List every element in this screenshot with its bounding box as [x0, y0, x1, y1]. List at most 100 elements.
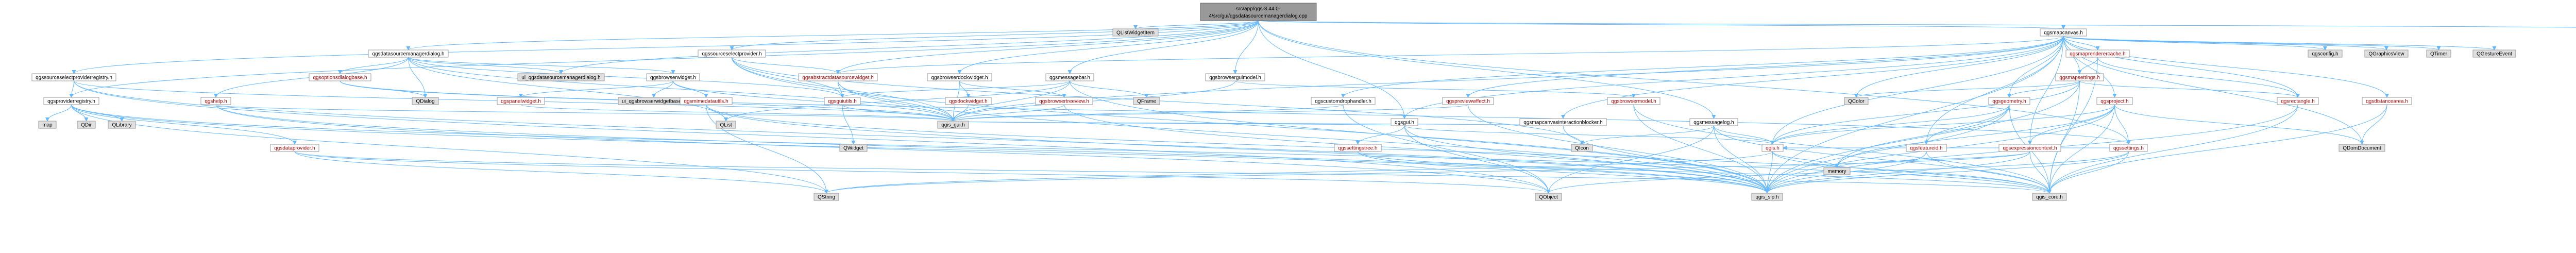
node-qgsexpressioncontext-h[interactable]: qgsexpressioncontext.h: [1998, 144, 2061, 152]
node-map[interactable]: map: [38, 121, 57, 129]
node-box: [2426, 49, 2451, 58]
node-label: qgsoptionsdialogbase.h: [313, 75, 367, 81]
edge-qgsdistancearea-h-to-qgis-core-h: [2047, 104, 2387, 194]
edge-qgsbrowsermodel-h-to-qgis-core-h: [1633, 104, 2052, 194]
edge-qgsdatasourcemanagerdialog-h-to-ui-qgsdatasourcemanagerdialog-h: [408, 57, 563, 74]
edge-qgsdatasourcemanagerdialog-h-to-qgsoptionsdialogbase-h: [338, 57, 409, 74]
node-qgsmessagebar-h[interactable]: qgsmessagebar.h: [1045, 73, 1094, 81]
edge-qgssettings-h-to-qgis-sip-h: [1765, 151, 2129, 194]
node-qgis-sip-h[interactable]: qgis_sip.h: [1751, 193, 1783, 201]
node-qgraphicsview[interactable]: QGraphicsView: [2364, 49, 2409, 58]
node-qgsproject-h[interactable]: qgsproject.h: [2096, 97, 2133, 105]
edge-qgsproject-h-to-qgis-h: [1770, 104, 2115, 145]
node-qgsguiutils-h[interactable]: qgsguiutils.h: [824, 97, 861, 105]
node-qgsrectangle-h[interactable]: qgsrectangle.h: [2277, 97, 2319, 105]
edge-qgsmapcanvasinteractionblocker-h-to-qgis-sip-h: [1563, 125, 1769, 194]
node-qgsmaprenderercache-h[interactable]: qgsmaprenderercache.h: [2065, 49, 2130, 58]
node-qgsdockwidget-h[interactable]: qgsdockwidget.h: [945, 97, 992, 105]
node-qgsdatasourcemanagerdialog-h[interactable]: qgsdatasourcemanagerdialog.h: [368, 49, 449, 58]
node-qgspreviewwffect-h[interactable]: qgspreviewwffect.h: [1442, 97, 1494, 105]
node-qgsbrowsermodel-h[interactable]: qgsbrowsermodel.h: [1607, 97, 1660, 105]
node-qgsconfig-h[interactable]: qgsconfig.h: [2308, 49, 2343, 58]
node-qgsbrowserwidget-h[interactable]: qgsbrowserwidget.h: [646, 73, 700, 81]
node-qframe[interactable]: QFrame: [1133, 97, 1160, 105]
node-qdir[interactable]: QDir: [77, 121, 96, 129]
edge-qgsmapcanvas-h-to-qgsdistancearea-h: [2063, 36, 2389, 98]
node-qgestureevent[interactable]: QGestureEvent: [2472, 49, 2516, 58]
edge-qgsabstractdatasourcewidget-h-to-qgsmapcanvas-h: [838, 36, 2065, 74]
node-qgsfeatureid-h[interactable]: qgsfeatureid.h: [1906, 144, 1947, 152]
node-qstring[interactable]: QString: [814, 193, 839, 201]
node-label: ui_qgsbrowserwidgetbase.h: [622, 99, 686, 105]
node-qgsmapsettings-h[interactable]: qgsmapsettings.h: [2055, 73, 2104, 81]
node-qgspanelwidget-h[interactable]: qgspanelwidget.h: [497, 97, 545, 105]
node-label: QGestureEvent: [2477, 52, 2512, 57]
node-qgsdistancearea-h[interactable]: qgsdistancearea.h: [2362, 97, 2412, 105]
node-qgscustomdrophandler-h[interactable]: qgscustomdrophandler.h: [1311, 97, 1376, 105]
node-qgsbrowserguimodel-h[interactable]: qgsbrowserguimodel.h: [1205, 73, 1265, 81]
node-qgsbrowsertreeview-h[interactable]: qgsbrowsertreeview.h: [1035, 97, 1093, 105]
node-qgsgui-h[interactable]: qgsgui.h: [1391, 118, 1418, 126]
node-qwidget[interactable]: QWidget: [839, 144, 868, 152]
edge-qgsgui-h-to-qgssettingstree-h: [1355, 125, 1405, 145]
node-box: [1112, 28, 1159, 37]
node-qtimer[interactable]: QTimer: [2426, 49, 2451, 58]
node-label: qgshelp.h: [205, 99, 227, 105]
node-qdialog[interactable]: QDialog: [412, 97, 439, 105]
node-qicon[interactable]: QIcon: [1571, 144, 1593, 152]
node-qgis-h[interactable]: qgis.h: [1761, 144, 1784, 152]
node-qgsabstractdatasourcewidget-h[interactable]: qgsabstractdatasourcewidget.h: [798, 73, 878, 81]
node-label: map: [42, 123, 53, 128]
edge-root-to-qgsabstractdatasourcewidget-h: [836, 20, 1259, 74]
node-ui-qgsdatasourcemanagerdialog-h[interactable]: ui_qgsdatasourcemanagerdialog.h: [517, 73, 605, 81]
edge-qgsmapcanvas-h-to-qgspreviewwffect-h: [1466, 36, 2064, 98]
node-qgssourceselectproviderregistry-h[interactable]: qgssourceselectproviderregistry.h: [31, 73, 116, 81]
node-qdomdocument[interactable]: QDomDocument: [2338, 144, 2385, 152]
node-box: [680, 97, 733, 105]
edge-qgsmessagelog-h-to-qgis-h: [1714, 125, 1775, 145]
node-qgshelp-h[interactable]: qgshelp.h: [200, 97, 231, 105]
edge-qgsmessagelog-h-to-qgis-core-h: [1714, 125, 2052, 194]
node-qgsdataprovider-h[interactable]: qgsdataprovider.h: [270, 144, 319, 152]
edge-qgsrectangle-h-to-qgis-core-h: [2047, 104, 2298, 194]
node-label: qgsabstractdatasourcewidget.h: [802, 75, 873, 81]
node-qgssettings-h[interactable]: qgssettings.h: [2109, 144, 2148, 152]
node-memory[interactable]: memory: [1823, 167, 1851, 175]
node-qlistwidgetitem[interactable]: QListWidgetItem: [1112, 28, 1159, 37]
node-qobject[interactable]: QObject: [1535, 193, 1562, 201]
node-box: [1334, 144, 1382, 152]
node-qgis-gui-h[interactable]: qgis_gui.h: [937, 121, 969, 129]
node-ui-qgsbrowserwidgetbase-h[interactable]: ui_qgsbrowserwidgetbase.h: [618, 97, 690, 105]
node-qgsbrowserdockwidget-h[interactable]: qgsbrowserdockwidget.h: [927, 73, 992, 81]
node-qcolor[interactable]: QColor: [1844, 97, 1869, 105]
node-qgssourceselectprovider-h[interactable]: qgssourceselectprovider.h: [698, 49, 766, 58]
node-qgsmimedatautils-h[interactable]: qgsmimedatautils.h: [680, 97, 733, 105]
node-label: qgsmapcanvas.h: [2044, 30, 2083, 36]
edge-qgsmapcanvas-h-to-qgsrectangle-h: [2063, 36, 2300, 98]
node-box: [2277, 97, 2319, 105]
node-qgssettingstree-h[interactable]: qgssettingstree.h: [1334, 144, 1382, 152]
root-file-node[interactable]: src/app/qgs-3.44.0- 4/src/gui/qgsdatasou…: [1200, 3, 1317, 21]
edge-qgssourceselectprovider-h-to-qgsabstractdatasourcewidget-h: [732, 57, 840, 74]
node-qgsgeometry-h[interactable]: qgsgeometry.h: [1988, 97, 2030, 105]
edge-qgsdistancearea-h-to-qdomdocument: [2360, 104, 2387, 145]
node-qgsproviderregistry-h[interactable]: qgsproviderregistry.h: [43, 97, 99, 105]
node-layer: src/app/qgs-3.44.0- 4/src/gui/qgsdatasou…: [31, 3, 2516, 201]
edge-qgssourceselectproviderregistry-h-to-qobject: [74, 80, 1551, 194]
edge-qgsmapcanvas-h-to-qcolor: [1854, 36, 2064, 98]
node-box: [31, 73, 116, 81]
edge-qgsbrowserdockwidget-h-to-qgsbrowsertreeview-h: [959, 80, 1066, 98]
node-box: [2338, 144, 2385, 152]
node-qlibrary[interactable]: QLibrary: [108, 121, 136, 129]
node-qgsoptionsdialogbase-h[interactable]: qgsoptionsdialogbase.h: [309, 73, 371, 81]
node-qgsmapcanvasinteractionblocker-h[interactable]: qgsmapcanvasinteractionblocker.h: [1519, 118, 1607, 126]
node-label: qgsmessagebar.h: [1049, 75, 1090, 81]
node-qgis-core-h[interactable]: qgis_core.h: [2032, 193, 2067, 201]
edge-qgsmapcanvas-h-to-qgsmaprenderercache-h: [2063, 36, 2100, 50]
node-qgsmapcanvas-h[interactable]: qgsmapcanvas.h: [2040, 28, 2087, 37]
edge-qgsexpressioncontext-h-to-qgis-sip-h: [1765, 151, 2030, 194]
node-qgsmessagelog-h[interactable]: qgsmessagelog.h: [1689, 118, 1738, 126]
node-qlist[interactable]: QList: [716, 121, 736, 129]
node-box: [927, 73, 992, 81]
